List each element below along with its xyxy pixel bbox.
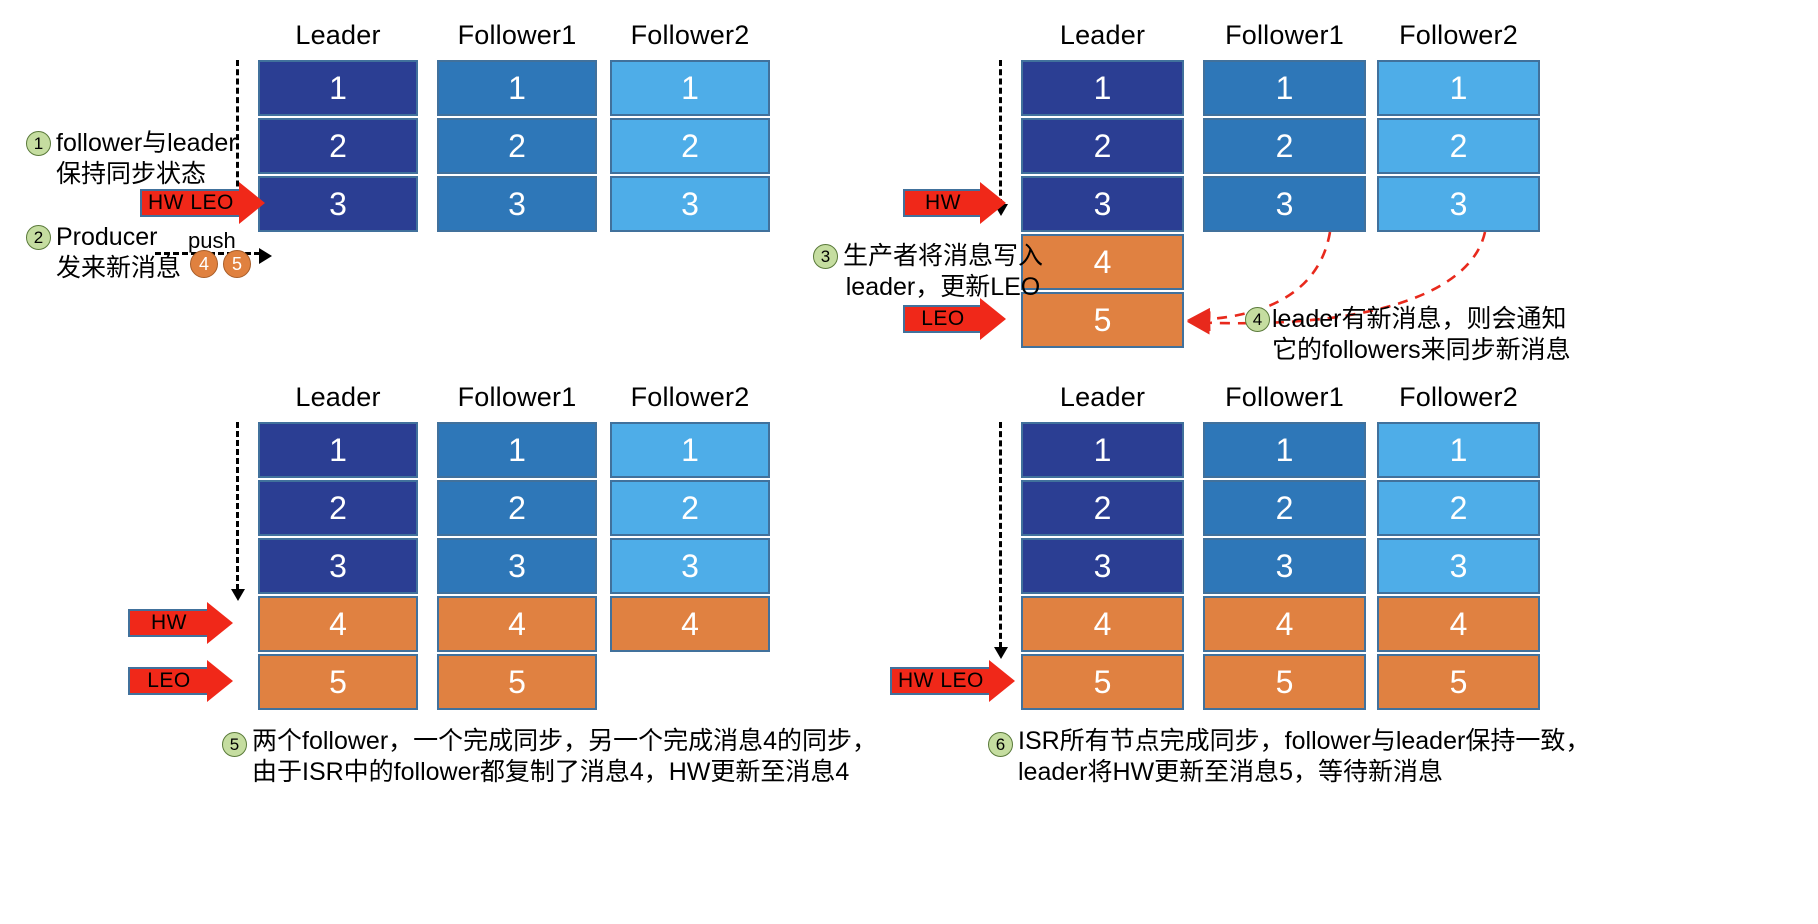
cell-leader-1-p3: 1 xyxy=(258,422,418,478)
marker-label-leo-p3: LEO xyxy=(128,667,208,695)
column-title-follower2-p1: Follower2 xyxy=(630,20,750,50)
timeline-p3 xyxy=(231,422,245,601)
push-label-p1: push xyxy=(188,228,236,253)
cell-leader-4-p2: 4 xyxy=(1021,234,1184,290)
marker-hw-leo-p4: HW LEO xyxy=(890,660,1015,702)
cell-follower2-3-p4: 3 xyxy=(1377,538,1540,594)
column-title-follower1-p4: Follower1 xyxy=(1225,382,1344,412)
marker-arrowhead-icon-p1 xyxy=(238,182,265,224)
column-title-follower2-p4: Follower2 xyxy=(1399,382,1518,412)
step-marker-3: 3 xyxy=(813,244,838,269)
marker-hw-p3: HW xyxy=(128,602,233,644)
marker-label-leo-p2: LEO xyxy=(903,305,981,333)
timeline-p4 xyxy=(994,422,1008,659)
marker-label-hw-p3: HW xyxy=(128,609,208,637)
cell-follower2-1-p3: 1 xyxy=(610,422,770,478)
cell-leader-2-p1: 2 xyxy=(258,118,418,174)
step-marker-6: 6 xyxy=(988,732,1013,757)
marker-leo-p2: LEO xyxy=(903,298,1006,340)
column-title-follower1-p2: Follower1 xyxy=(1225,20,1344,50)
marker-arrowhead-icon-hw-p3 xyxy=(207,602,233,644)
cell-follower1-3-p1: 3 xyxy=(437,176,597,232)
cell-follower1-1-p1: 1 xyxy=(437,60,597,116)
marker-label-hw-p2: HW xyxy=(903,189,981,217)
cell-leader-3-p3: 3 xyxy=(258,538,418,594)
step-note-4: leader有新消息，则会通知 它的followers来同步新消息 xyxy=(1272,305,1571,364)
marker-arrowhead-icon-p4 xyxy=(988,660,1015,702)
cell-follower1-2-p1: 2 xyxy=(437,118,597,174)
marker-label-hw-leo-p1: HW LEO xyxy=(140,189,240,217)
column-title-follower1-p3: Follower1 xyxy=(457,382,577,412)
cell-follower2-2-p2: 2 xyxy=(1377,118,1540,174)
column-title-leader-p4: Leader xyxy=(1059,382,1146,412)
step-marker-2: 2 xyxy=(26,225,51,250)
cell-follower1-3-p2: 3 xyxy=(1203,176,1366,232)
column-title-leader-p2: Leader xyxy=(1059,20,1146,50)
cell-follower1-1-p3: 1 xyxy=(437,422,597,478)
cell-follower2-2-p4: 2 xyxy=(1377,480,1540,536)
cell-follower1-3-p3: 3 xyxy=(437,538,597,594)
cell-follower2-2-p3: 2 xyxy=(610,480,770,536)
cell-follower2-1-p4: 1 xyxy=(1377,422,1540,478)
step-marker-5: 5 xyxy=(222,732,247,757)
step-note-2: Producer 发来新消息 xyxy=(56,223,182,282)
marker-arrowhead-icon-leo-p2 xyxy=(980,298,1006,340)
cell-follower1-5-p4: 5 xyxy=(1203,654,1366,710)
marker-hw-p2: HW xyxy=(903,182,1006,224)
cell-follower1-4-p3: 4 xyxy=(437,596,597,652)
caption-note-6: ISR所有节点完成同步，follower与leader保持一致， leader将… xyxy=(1018,727,1591,786)
pending-message-5-p1: 5 xyxy=(223,250,251,278)
cell-follower2-3-p1: 3 xyxy=(610,176,770,232)
cell-follower2-1-p1: 1 xyxy=(610,60,770,116)
step-note-1: follower与leader 保持同步状态 xyxy=(56,129,237,188)
cell-follower1-2-p3: 2 xyxy=(437,480,597,536)
column-title-follower2-p2: Follower2 xyxy=(1399,20,1518,50)
cell-leader-4-p3: 4 xyxy=(258,596,418,652)
cell-leader-4-p4: 4 xyxy=(1021,596,1184,652)
marker-arrowhead-icon-hw-p2 xyxy=(980,182,1006,224)
cell-follower2-2-p1: 2 xyxy=(610,118,770,174)
cell-leader-3-p1: 3 xyxy=(258,176,418,232)
cell-follower1-1-p2: 1 xyxy=(1203,60,1366,116)
cell-follower1-1-p4: 1 xyxy=(1203,422,1366,478)
cell-follower2-5-p4: 5 xyxy=(1377,654,1540,710)
cell-follower2-1-p2: 1 xyxy=(1377,60,1540,116)
cell-follower1-2-p2: 2 xyxy=(1203,118,1366,174)
marker-arrowhead-icon-leo-p3 xyxy=(207,660,233,702)
cell-follower2-3-p2: 3 xyxy=(1377,176,1540,232)
cell-leader-1-p4: 1 xyxy=(1021,422,1184,478)
step-marker-1: 1 xyxy=(26,131,51,156)
cell-follower2-3-p3: 3 xyxy=(610,538,770,594)
cell-follower2-4-p4: 4 xyxy=(1377,596,1540,652)
cell-leader-5-p3: 5 xyxy=(258,654,418,710)
cell-leader-1-p1: 1 xyxy=(258,60,418,116)
marker-leo-p3: LEO xyxy=(128,660,233,702)
cell-leader-2-p3: 2 xyxy=(258,480,418,536)
cell-follower1-5-p3: 5 xyxy=(437,654,597,710)
cell-follower1-3-p4: 3 xyxy=(1203,538,1366,594)
cell-follower1-2-p4: 2 xyxy=(1203,480,1366,536)
cell-leader-1-p2: 1 xyxy=(1021,60,1184,116)
cell-leader-3-p2: 3 xyxy=(1021,176,1184,232)
cell-leader-3-p4: 3 xyxy=(1021,538,1184,594)
cell-leader-5-p4: 5 xyxy=(1021,654,1184,710)
caption-note-5: 两个follower，一个完成同步，另一个完成消息4的同步， 由于ISR中的fo… xyxy=(252,727,878,786)
marker-label-hw-leo-p4: HW LEO xyxy=(890,667,990,695)
cell-leader-2-p2: 2 xyxy=(1021,118,1184,174)
column-title-follower1-p1: Follower1 xyxy=(457,20,577,50)
cell-leader-2-p4: 2 xyxy=(1021,480,1184,536)
step-note-3: 生产者将消息写入 leader，更新LEO xyxy=(843,242,1044,301)
step-marker-4: 4 xyxy=(1245,307,1270,332)
pending-message-4-p1: 4 xyxy=(190,250,218,278)
cell-follower2-4-p3: 4 xyxy=(610,596,770,652)
cell-follower1-4-p4: 4 xyxy=(1203,596,1366,652)
cell-leader-5-p2: 5 xyxy=(1021,292,1184,348)
column-title-follower2-p3: Follower2 xyxy=(630,382,750,412)
column-title-leader-p1: Leader xyxy=(295,20,381,50)
column-title-leader-p3: Leader xyxy=(295,382,381,412)
marker-hw-leo-p1: HW LEO xyxy=(140,182,265,224)
